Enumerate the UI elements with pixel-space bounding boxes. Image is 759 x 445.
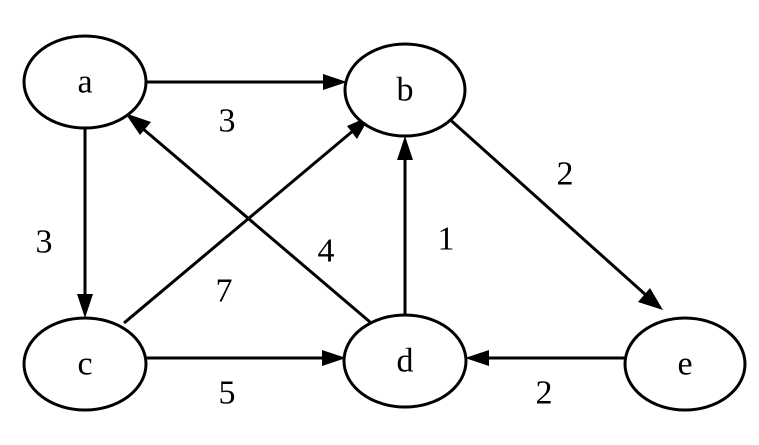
node-c-ellipse bbox=[22, 316, 148, 412]
edge-c-to-d bbox=[145, 350, 346, 366]
edge-b-to-e bbox=[444, 114, 663, 310]
edge-a-to-b bbox=[145, 74, 347, 90]
node-a: a bbox=[22, 34, 148, 130]
edge-e-to-d-arrowhead bbox=[465, 350, 489, 366]
weight-d-to-a: 4 bbox=[318, 233, 335, 270]
edge-d-to-a-line bbox=[141, 126, 371, 324]
node-e: e bbox=[623, 316, 747, 412]
node-b: b bbox=[343, 42, 467, 138]
node-d-label: d bbox=[397, 343, 414, 380]
weight-b-to-e: 2 bbox=[557, 156, 574, 193]
edge-e-to-d bbox=[465, 350, 625, 366]
node-d-ellipse bbox=[342, 313, 468, 409]
weight-e-to-d: 2 bbox=[536, 375, 553, 412]
edge-c-to-b-line bbox=[123, 128, 355, 325]
node-d: d bbox=[342, 313, 468, 409]
node-e-ellipse bbox=[623, 316, 747, 412]
edge-b-to-e-line bbox=[444, 114, 649, 298]
edge-c-to-d-arrowhead bbox=[322, 350, 346, 366]
weight-c-to-b: 7 bbox=[216, 273, 233, 310]
node-c: c bbox=[22, 316, 148, 412]
node-e-label: e bbox=[677, 346, 692, 383]
weight-c-to-d: 5 bbox=[219, 375, 236, 412]
edge-b-to-e-arrowhead bbox=[638, 288, 663, 310]
edge-d-to-b-arrowhead bbox=[397, 136, 413, 160]
node-b-ellipse bbox=[343, 42, 467, 138]
node-b-label: b bbox=[397, 72, 414, 109]
weight-a-to-b: 3 bbox=[219, 103, 236, 140]
weight-d-to-b: 1 bbox=[438, 221, 455, 258]
weight-a-to-c: 3 bbox=[36, 224, 53, 261]
edge-d-to-a-arrowhead bbox=[125, 113, 151, 135]
node-a-label: a bbox=[77, 64, 92, 101]
node-c-label: c bbox=[77, 346, 92, 383]
edge-a-to-c-arrowhead bbox=[77, 294, 93, 318]
edge-a-to-c bbox=[77, 128, 93, 318]
edge-d-to-a bbox=[125, 113, 371, 324]
node-a-ellipse bbox=[22, 34, 148, 130]
edge-d-to-b bbox=[397, 136, 413, 315]
edge-a-to-b-arrowhead bbox=[323, 74, 347, 90]
